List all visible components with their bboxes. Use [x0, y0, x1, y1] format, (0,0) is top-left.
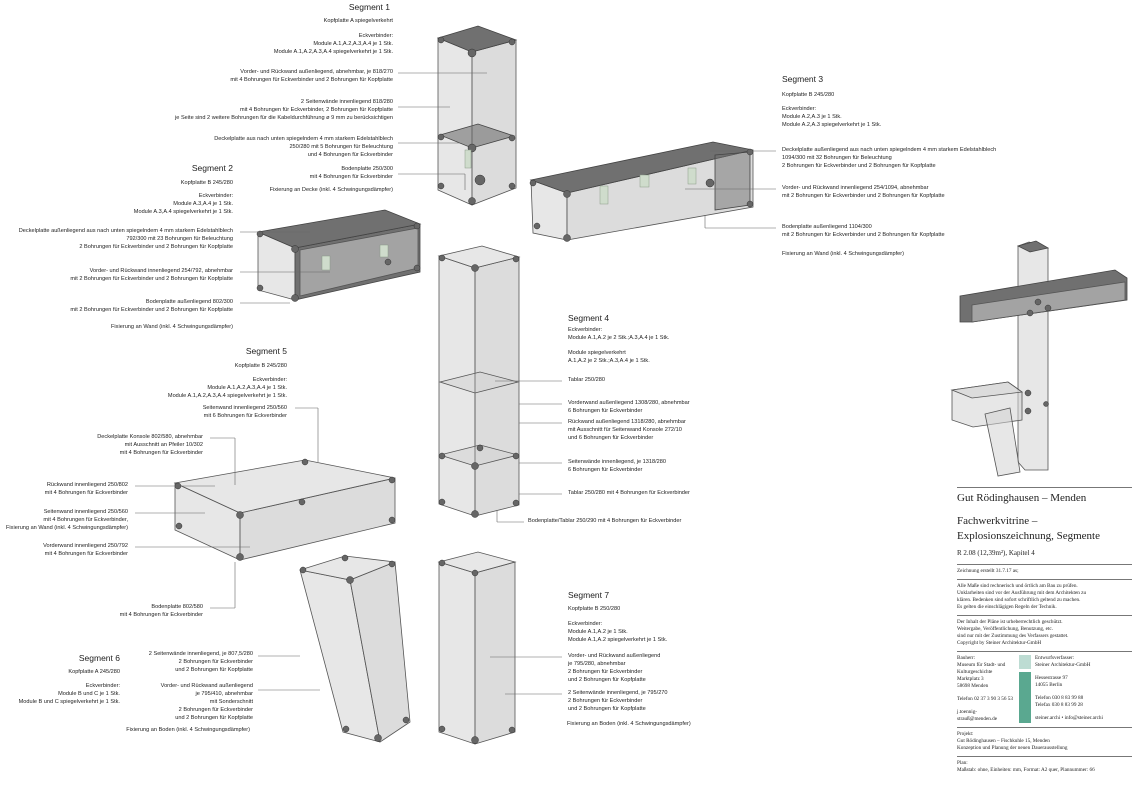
- segment-2-eckverbinder: Eckverbinder: Module A.3,A.4 je 1 Stk. M…: [133, 193, 233, 215]
- segment-5-eckverbinder: Eckverbinder: Module A.1,A.2,A.3,A.4 je …: [167, 377, 287, 399]
- segment-4-tablar: Tablar 250/280 mit 4 Bohrungen für Eckve…: [568, 490, 690, 496]
- designer-column: Entwurfsverfasser: Steiner Architektur-G…: [1035, 655, 1132, 723]
- title-section: Gut Rödinghausen – Menden Fachwerkvitrin…: [957, 487, 1132, 564]
- segment-3-fixierung: Fixierung an Wand (inkl. 4 Schwingungsdä…: [782, 251, 904, 257]
- plan-section: Plan: Maßstab: ohne, Einheiten: mm, Form…: [957, 756, 1132, 778]
- segment-6-fixierung: Fixierung an Boden (inkl. 4 Schwingungsd…: [126, 727, 250, 733]
- segment-7-kopfplatte: Kopfplatte B 250/280: [568, 606, 621, 612]
- segment-6-leaders: [258, 655, 320, 691]
- architect-logo: [1019, 672, 1031, 724]
- segment-4-module-spiegelverkehrt: Module spiegelverkehrt A.1,A.2 je 2 Stk.…: [568, 350, 650, 364]
- segment-5-vorderwand: Vorderwand innenliegend 250/792 mit 4 Bo…: [43, 543, 128, 557]
- segment-7-title: Segment 7: [568, 590, 610, 600]
- segment-2-bodenplatte: Bodenplatte außenliegend 802/300 mit 2 B…: [70, 299, 233, 313]
- logo-column: [1019, 655, 1031, 724]
- project-name: Gut Rödinghausen – Menden: [957, 492, 1087, 504]
- segment-3-bodenplatte: Bodenplatte außenliegend 1104/300 mit 2 …: [782, 224, 945, 238]
- segment-7-vorder-rueckwand: Vorder- und Rückwand außenliegend je 795…: [568, 653, 661, 683]
- segment-2-title: Segment 2: [191, 163, 233, 173]
- segment-5-bodenplatte: Bodenplatte 802/580 mit 4 Bohrungen für …: [119, 604, 203, 618]
- contact-section: Bauherr: Museum für Stadt- und Kulturges…: [957, 651, 1132, 727]
- segment-4-tablar-top: Tablar 250/280: [568, 377, 606, 383]
- segment-6-drawing: [299, 554, 411, 743]
- designer-name: Entwurfsverfasser: Steiner Architektur-G…: [1035, 655, 1091, 669]
- segment-5-rueckwand: Rückwand innenliegend 250/802 mit 4 Bohr…: [44, 482, 128, 496]
- created-section: Zeichnung erstellt 31.7.17 as;: [957, 563, 1132, 579]
- designer-address: Hessestrasse 97 14055 Berlin: [1035, 675, 1068, 689]
- segment-7-leaders: [490, 656, 562, 695]
- title-block: Gut Rödinghausen – Menden Fachwerkvitrin…: [957, 487, 1132, 778]
- segment-2-leaders: [240, 231, 330, 304]
- segment-2-kopfplatte: Kopfplatte B 245/280: [180, 180, 233, 186]
- project-section: Projekt: Gut Rödinghausen – Fischkuhle 1…: [957, 727, 1132, 756]
- segment-7-drawing: [437, 551, 517, 745]
- segment-4-drawing: [437, 245, 521, 518]
- segment-6-vorder-rueckwand: Vorder- und Rückwand außenliegend je 795…: [160, 683, 253, 721]
- segment-5-deckelplatte: Deckelplatte Konsole 802/580, abnehmbar …: [97, 434, 203, 456]
- segment-4-bodenplatte: Bodenplatte/Tablar 250/290 mit 4 Bohrung…: [528, 518, 682, 524]
- client-phone: Telefon 02 37 3 90 3 56 53: [957, 696, 1013, 703]
- segment-7-seitenwaende: 2 Seitenwände innenliegend, je 795/270 2…: [568, 690, 668, 712]
- segment-6-eckverbinder: Eckverbinder: Module B und C je 1 Stk. M…: [18, 683, 120, 705]
- segment-7-eckverbinder: Eckverbinder: Module A.1,A.2 je 1 Stk. M…: [568, 621, 668, 643]
- segment-3-title: Segment 3: [782, 74, 824, 84]
- segment-4-leaders: [495, 380, 562, 523]
- segment-1-deckelplatte: Deckelplatte aus nach unten spiegelndem …: [214, 136, 393, 158]
- dimension-note: Alle Maße sind rechnerisch und örtlich a…: [957, 583, 1087, 611]
- segment-5-kopfplatte: Kopfplatte B 245/280: [234, 363, 287, 369]
- segment-4-rueckwand: Rückwand außenliegend 1318/280, abnehmba…: [568, 419, 686, 441]
- assembly-overview-drawing: [950, 240, 1128, 477]
- room-reference: R 2.08 (12,39m²), Kapitel 4: [957, 548, 1035, 557]
- segment-2-vorder-rueckwand: Vorder- und Rückwand innenliegend 254/79…: [70, 268, 233, 282]
- copyright-note: Der Inhalt der Pläne ist urheberrechtlic…: [957, 619, 1069, 647]
- segment-6-seitenwaende: 2 Seitenwände innenliegend, je 807,5/280…: [148, 651, 253, 673]
- segment-6-title: Segment 6: [78, 653, 120, 663]
- segment-1-title: Segment 1: [348, 2, 390, 12]
- segment-2-deckelplatte: Deckelplatte außenliegend aus nach unten…: [18, 228, 233, 250]
- segment-4-seitenwaende: Seitenwände innenliegend, je 1318/280 6 …: [568, 459, 666, 473]
- segment-5-leaders: [135, 407, 319, 609]
- copyright-section: Der Inhalt der Pläne ist urheberrechtlic…: [957, 615, 1132, 651]
- designer-phone: Telefon 030 8 83 99 88 Telefax 030 8 83 …: [1035, 695, 1084, 709]
- segment-5-seitenwand-6: Seitenwand innenliegend 250/560 mit 6 Bo…: [202, 405, 287, 419]
- drawing-title: Fachwerkvitrine – Explosionszeichnung, S…: [957, 515, 1100, 542]
- segment-3-leaders: [685, 150, 776, 229]
- client-column: Bauherr: Museum für Stadt- und Kulturges…: [957, 655, 1015, 723]
- segment-7-fixierung: Fixierung an Boden (inkl. 4 Schwingungsd…: [567, 721, 691, 727]
- segment-1-fixierung: Fixierung an Decke (inkl. 4 Schwingungsd…: [269, 187, 393, 193]
- segment-1-kopfplatte: Kopfplatte A spiegelverkehrt: [323, 18, 393, 24]
- segment-5-seitenwand-4: Seitenwand innenliegend 250/560 mit 4 Bo…: [6, 509, 128, 531]
- client-email: j.toennig-strauß@menden.de: [957, 709, 998, 723]
- segment-2-fixierung: Fixierung an Wand (inkl. 4 Schwingungsdä…: [111, 324, 233, 330]
- segment-3-eckverbinder: Eckverbinder: Module A.2,A.3 je 1 Stk. M…: [782, 106, 882, 128]
- plan-info: Plan: Maßstab: ohne, Einheiten: mm, Form…: [957, 760, 1095, 774]
- segment-4-vorderwand: Vorderwand außenliegend 1308/280, abnehm…: [568, 400, 690, 414]
- client-address: Bauherr: Museum für Stadt- und Kulturges…: [957, 655, 1006, 690]
- segment-4-title: Segment 4: [568, 313, 610, 323]
- created-note: Zeichnung erstellt 31.7.17 as;: [957, 567, 1019, 574]
- designer-web[interactable]: steiner.archi • info@steiner.archi: [1035, 715, 1103, 722]
- segment-6-kopfplatte: Kopfplatte A 245/280: [68, 669, 120, 675]
- segment-2-drawing: [256, 209, 422, 302]
- segment-3-drawing: [529, 141, 754, 242]
- segment-3-kopfplatte: Kopfplatte B 245/280: [782, 92, 835, 98]
- segment-5-title: Segment 5: [245, 346, 287, 356]
- segment-4-eckverbinder: Eckverbinder: Module A.1,A.2 je 2 Stk.;A…: [568, 327, 670, 341]
- segment-1-vorder-rueckwand: Vorder- und Rückwand außenliegend, abneh…: [230, 69, 393, 83]
- segment-1-seitenwaende: 2 Seitenwände innenliegend 818/280 mit 4…: [175, 99, 393, 121]
- project-info: Projekt: Gut Rödinghausen – Fischkuhle 1…: [957, 731, 1068, 752]
- segment-1-eckverbinder: Eckverbinder: Module A.1,A.2,A.3,A.4 je …: [273, 33, 393, 55]
- dimension-section: Alle Maße sind rechnerisch und örtlich a…: [957, 579, 1132, 615]
- logo-top: [1019, 655, 1031, 670]
- segment-1-drawing: [436, 25, 518, 206]
- segment-3-deckelplatte: Deckelplatte außenliegend aus nach unten…: [782, 147, 997, 169]
- segment-1-bodenplatte: Bodenplatte 250/300 mit 4 Bohrungen für …: [309, 166, 393, 180]
- segment-5-drawing: [173, 458, 396, 561]
- segment-1-leaders: [398, 72, 487, 190]
- segment-3-vorder-rueckwand: Vorder- und Rückwand innenliegend 254/10…: [782, 185, 945, 199]
